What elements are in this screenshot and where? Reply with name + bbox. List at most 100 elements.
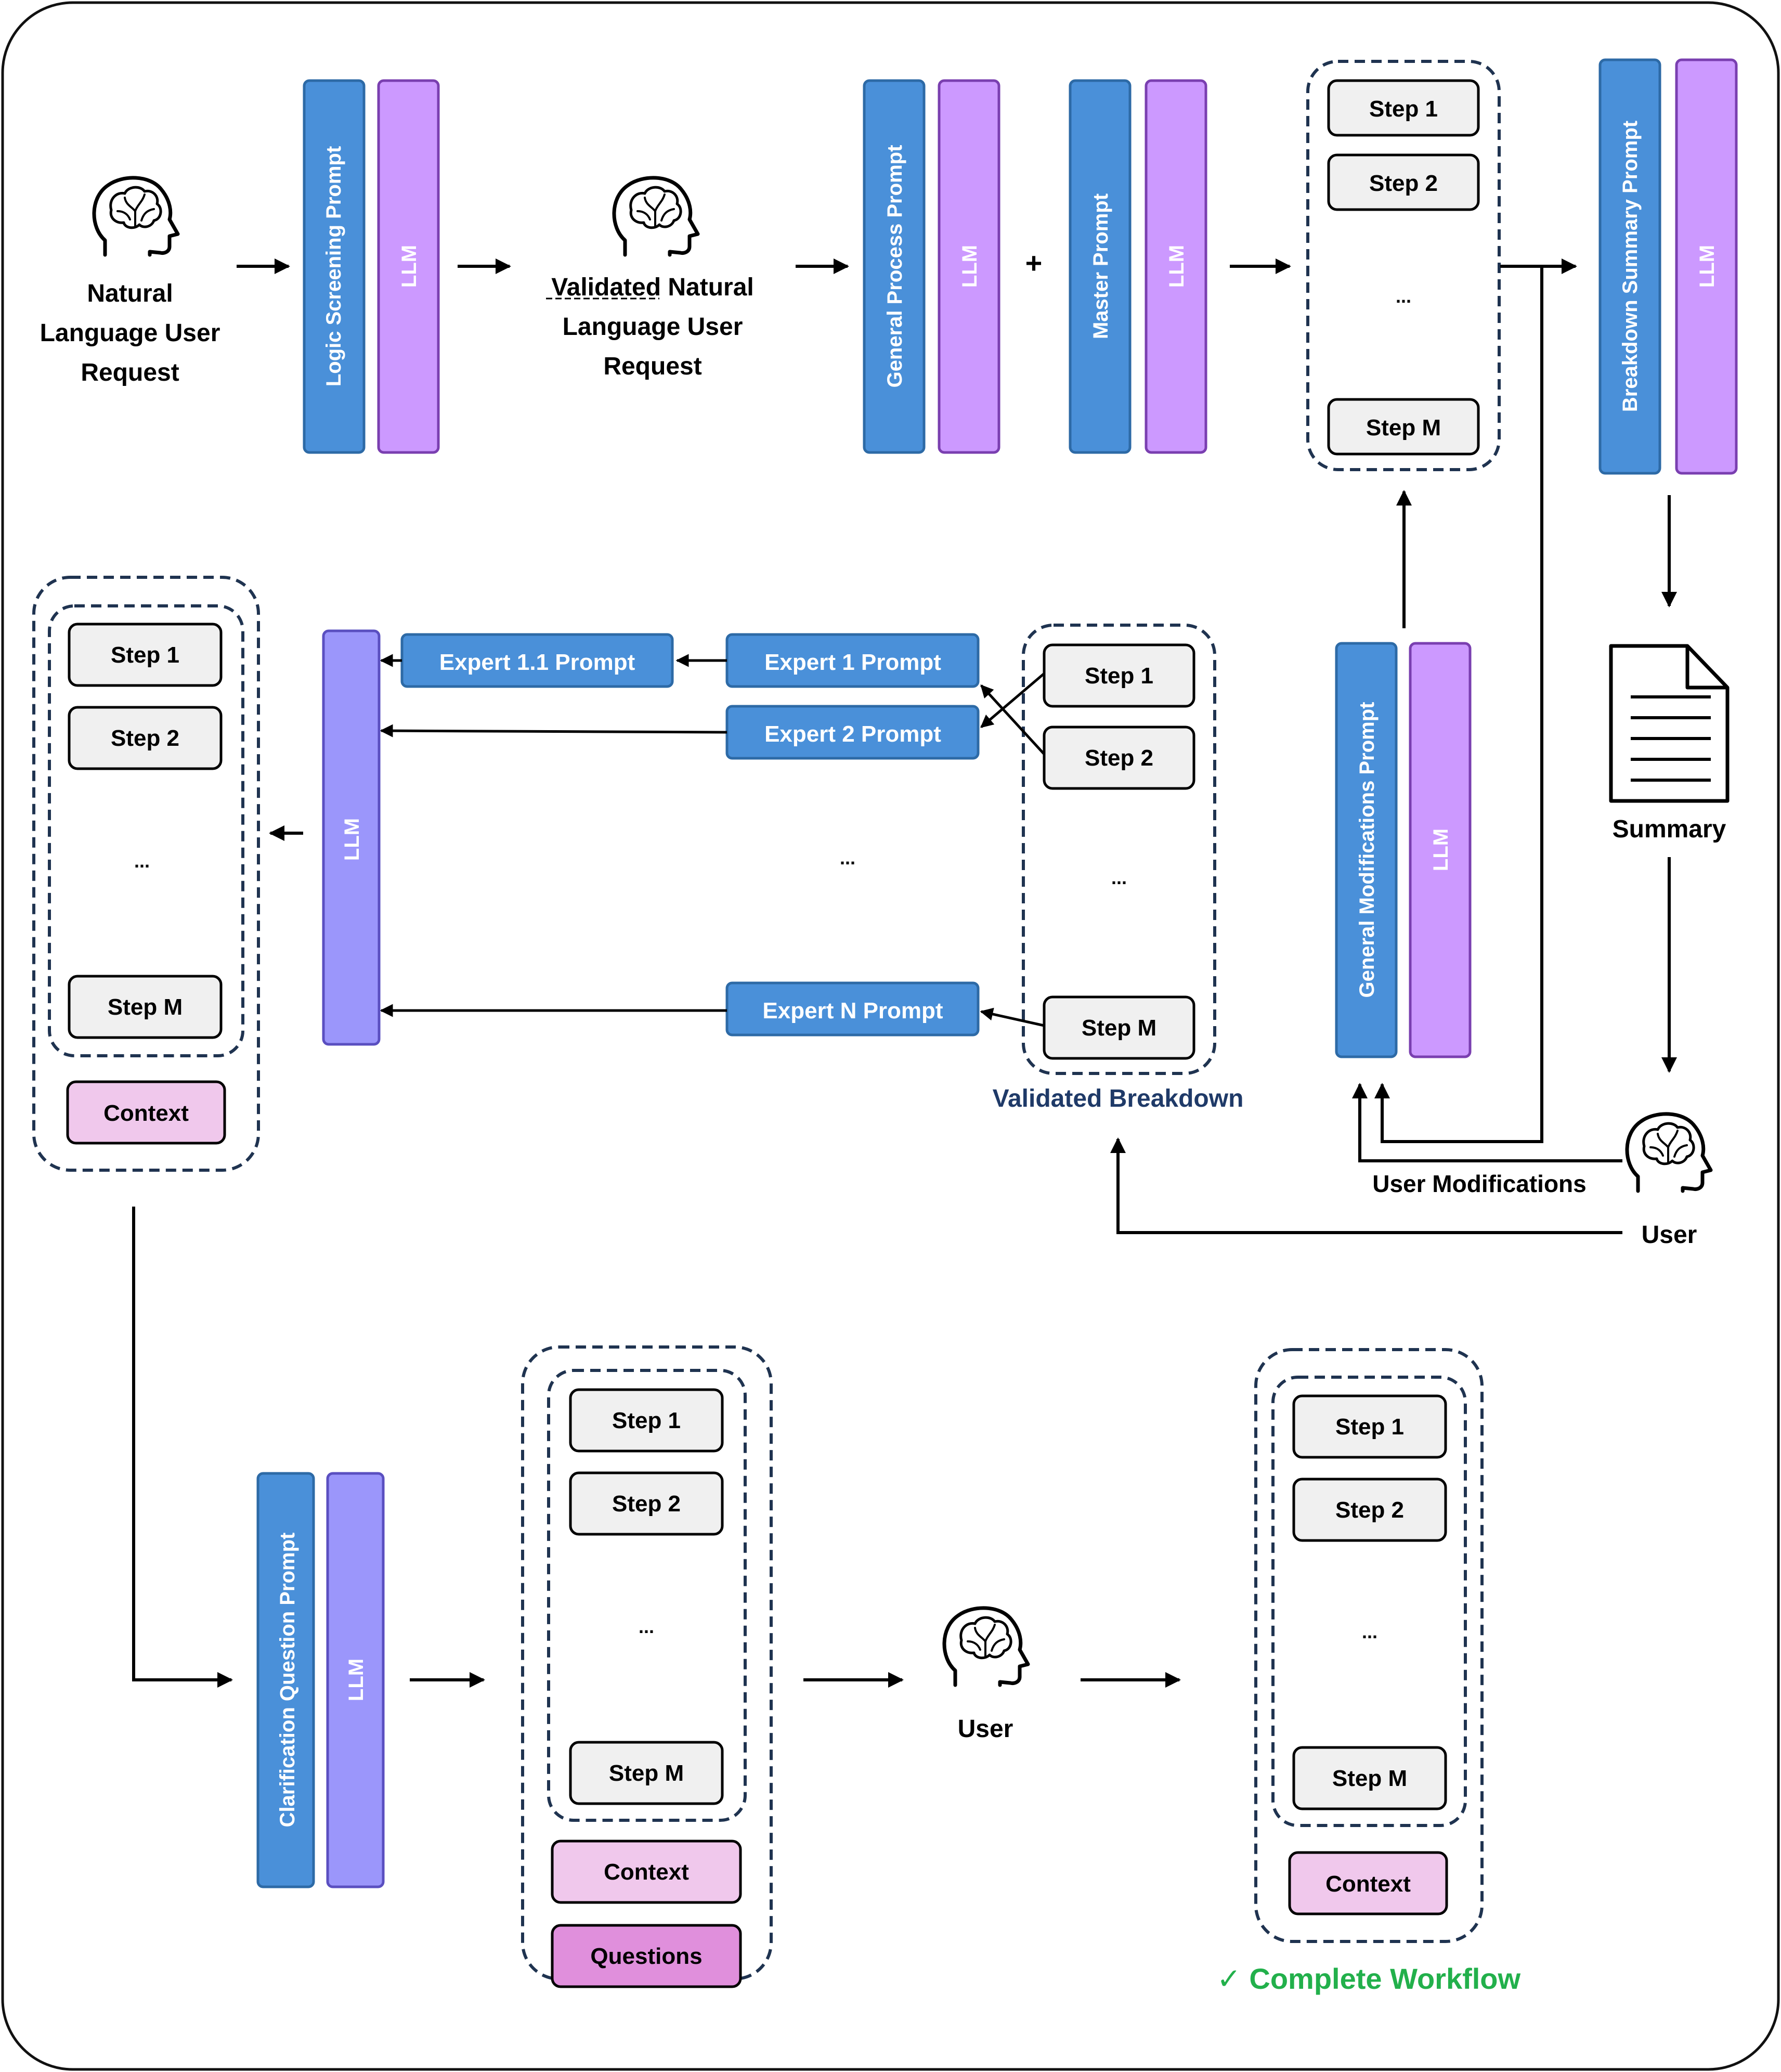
brain-head-icon <box>1627 1114 1711 1191</box>
step-box <box>1043 726 1195 790</box>
llm-label: LLM <box>398 245 421 288</box>
questions-label: Questions <box>590 1944 702 1969</box>
user-modifications-label: User Modifications <box>1372 1170 1587 1197</box>
step-box <box>68 706 223 770</box>
validated-request-line-2: Language User <box>563 313 743 341</box>
step-group <box>547 1369 747 1822</box>
ellipsis: ... <box>1362 1621 1377 1642</box>
summary-label: Summary <box>1613 815 1726 843</box>
validated-request-line-3: Request <box>603 353 701 380</box>
natural-request-line-2: Language User <box>40 319 220 347</box>
complete-workflow-label: ✓ Complete Workflow <box>1217 1962 1521 1995</box>
llm-box <box>1675 58 1738 475</box>
arrow <box>1352 1083 1622 1162</box>
step-box <box>1327 79 1480 137</box>
step-box <box>569 1741 724 1805</box>
breakdown-summary-prompt-box <box>1598 58 1661 475</box>
step-label: Step 2 <box>111 726 179 751</box>
ellipsis: ... <box>840 847 855 869</box>
master-prompt-label: Master Prompt <box>1089 193 1112 339</box>
logic-screening-prompt-box <box>303 79 366 454</box>
document-fold <box>1685 646 1727 690</box>
context-box <box>66 1080 226 1145</box>
context-label: Context <box>1325 1871 1411 1897</box>
plus-sign: + <box>1025 247 1043 279</box>
document-icon <box>1609 644 1730 803</box>
step-label: Step M <box>609 1760 684 1786</box>
arrow <box>1110 1137 1622 1234</box>
expert-n-prompt-label: Expert N Prompt <box>762 998 943 1024</box>
step-box <box>1043 643 1195 708</box>
step-label: Step 2 <box>1085 745 1153 771</box>
brain-head-icon <box>94 178 178 255</box>
arrow <box>980 684 1045 755</box>
arrow <box>1374 266 1543 1143</box>
step-box <box>1327 153 1480 211</box>
step-label: Step 2 <box>1335 1497 1404 1523</box>
step-box <box>68 623 223 687</box>
general-modifications-prompt-box <box>1335 642 1398 1058</box>
expert-n-prompt-box <box>725 981 980 1037</box>
ellipsis: ... <box>1111 867 1127 888</box>
context-box <box>1288 1851 1448 1915</box>
arrow <box>132 1207 233 1688</box>
breakdown-summary-prompt-label: Breakdown Summary Prompt <box>1619 121 1642 412</box>
step-box <box>1292 1478 1447 1542</box>
clarification-question-prompt-box <box>256 1472 315 1888</box>
complete-workflow-group <box>1254 1348 1484 1943</box>
llm-label: LLM <box>345 1659 368 1701</box>
context-label: Context <box>103 1100 189 1126</box>
ellipsis: ... <box>134 850 150 872</box>
general-process-prompt-box <box>863 79 926 454</box>
step-label: Step 1 <box>1369 96 1438 122</box>
llm-label: LLM <box>1696 245 1719 288</box>
llm-label: LLM <box>1429 828 1452 871</box>
step-label: Step M <box>1332 1766 1407 1791</box>
user-label: User <box>958 1715 1013 1743</box>
workflow-group <box>32 576 260 1172</box>
llm-label: LLM <box>341 818 363 861</box>
llm-label: LLM <box>1165 245 1188 288</box>
validated-breakdown-group <box>1022 624 1216 1075</box>
step-box <box>1043 995 1195 1060</box>
step-group <box>48 604 244 1057</box>
context-label: Context <box>604 1859 689 1885</box>
expert-1-1-prompt-label: Expert 1.1 Prompt <box>439 650 635 675</box>
step-box <box>68 975 223 1039</box>
step-label: Step M <box>1366 415 1441 441</box>
logic-screening-prompt-label: Logic Screening Prompt <box>322 146 345 386</box>
clarification-question-prompt-label: Clarification Question Prompt <box>276 1533 299 1828</box>
llm-box <box>938 79 1000 454</box>
general-modifications-prompt-label: General Modifications Prompt <box>1356 702 1379 998</box>
context-box <box>551 1840 742 1904</box>
step-label: Step 2 <box>1369 171 1438 196</box>
validated-request-line-1: Validated Natural <box>551 274 753 301</box>
arrow <box>980 672 1045 728</box>
arrow <box>380 724 727 737</box>
validated-breakdown-label: Validated Breakdown <box>993 1085 1244 1112</box>
step-label: Step 1 <box>111 642 179 668</box>
step-group <box>1271 1376 1467 1827</box>
step-box <box>1327 398 1480 456</box>
expert-1-prompt-label: Expert 1 Prompt <box>764 650 941 675</box>
natural-request-line-1: Natural <box>87 280 173 307</box>
ellipsis: ... <box>1396 286 1411 307</box>
step-label: Step 1 <box>1335 1414 1404 1440</box>
step-label: Step M <box>1082 1015 1156 1041</box>
llm-box <box>1409 642 1472 1058</box>
step-label: Step 1 <box>1085 663 1153 689</box>
step-box <box>1292 1394 1447 1459</box>
questions-box <box>551 1924 742 1988</box>
llm-box <box>322 629 381 1046</box>
user-label: User <box>1642 1221 1697 1249</box>
master-prompt-box <box>1069 79 1132 454</box>
llm-box <box>1145 79 1207 454</box>
brain-head-icon <box>614 178 698 255</box>
step-label: Step 2 <box>612 1491 681 1517</box>
step-group <box>1306 60 1501 471</box>
arrow <box>980 1007 1045 1027</box>
ellipsis: ... <box>639 1616 654 1637</box>
step-box <box>569 1471 724 1536</box>
